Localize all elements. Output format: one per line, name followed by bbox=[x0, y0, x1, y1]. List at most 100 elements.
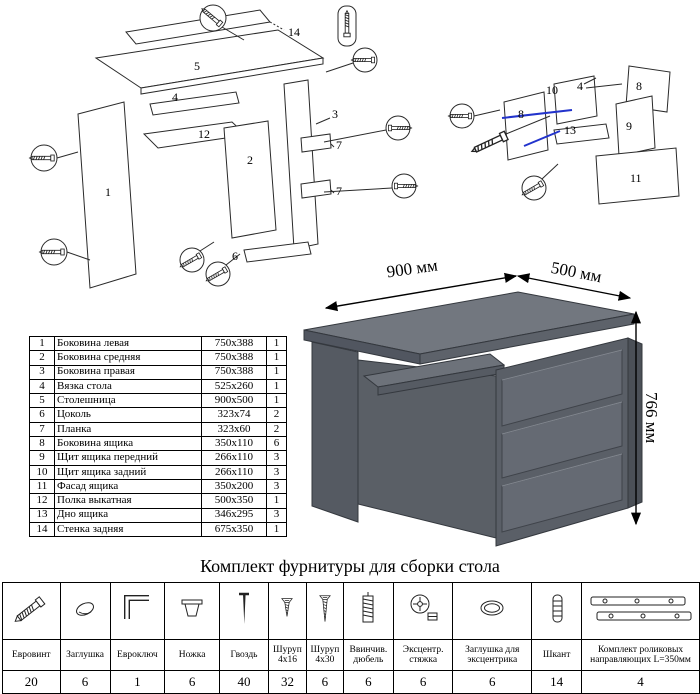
part-number: 8 bbox=[29, 436, 55, 452]
desk-panels bbox=[77, 9, 335, 289]
hardware-icon-cell bbox=[452, 582, 533, 640]
part-name: Щит ящика передний bbox=[54, 450, 202, 466]
part-qty: 2 bbox=[266, 421, 287, 438]
part-label-6: 6 bbox=[232, 249, 238, 263]
part-name: Полка выкатная bbox=[54, 493, 202, 509]
part-name: Дно ящика bbox=[54, 507, 202, 523]
part-size: 266x110 bbox=[201, 464, 267, 480]
part-label-9: 9 bbox=[626, 119, 632, 133]
hardware-qty: 6 bbox=[392, 670, 454, 694]
hardware-name: Эксцентр. стяжка bbox=[392, 639, 454, 671]
part-label-2: 2 bbox=[247, 153, 253, 167]
part-label-4: 4 bbox=[577, 79, 583, 93]
part-qty: 1 bbox=[266, 335, 287, 352]
hardware-name: Евровинт bbox=[2, 639, 61, 671]
part-label-14: 14 bbox=[288, 25, 300, 39]
part-size: 750x388 bbox=[201, 335, 267, 352]
part-number: 3 bbox=[29, 364, 55, 380]
part-name: Боковина левая bbox=[54, 335, 202, 352]
hex-key-icon bbox=[124, 594, 150, 619]
hardware-name: Ножка bbox=[164, 639, 220, 671]
roller-slides-icon bbox=[590, 596, 692, 620]
part-number: 10 bbox=[29, 464, 55, 480]
part-number: 1 bbox=[29, 335, 55, 352]
part-qty: 3 bbox=[266, 478, 287, 495]
part-size: 346x295 bbox=[201, 507, 267, 523]
part-label-11: 11 bbox=[630, 171, 642, 185]
part-number: 5 bbox=[29, 393, 55, 409]
hardware-qty: 6 bbox=[452, 670, 533, 694]
desk-part-labels: 14 5 4 12 2 1 3 7 7 6 bbox=[105, 25, 342, 263]
part-qty: 3 bbox=[266, 507, 287, 523]
exploded-view-drawer: 8 10 4 8 9 13 11 bbox=[447, 65, 680, 205]
hardware-qty: 1 bbox=[109, 670, 166, 694]
hardware-icon-cell bbox=[218, 582, 269, 640]
part-label-10: 10 bbox=[546, 83, 558, 97]
part-qty: 1 bbox=[266, 493, 287, 509]
part-number: 11 bbox=[29, 478, 55, 495]
part-size: 323x60 bbox=[201, 421, 267, 438]
part-size: 900x500 bbox=[201, 393, 267, 409]
hardware-qty: 6 bbox=[59, 670, 111, 694]
part-qty: 3 bbox=[266, 464, 287, 480]
hardware-qty: 32 bbox=[267, 670, 307, 694]
cam-lock-icon bbox=[410, 594, 438, 620]
part-label-8b: 8 bbox=[636, 79, 642, 93]
part-qty: 3 bbox=[266, 450, 287, 466]
hardware-name: Заглушка bbox=[59, 639, 111, 671]
part-qty: 1 bbox=[266, 378, 287, 395]
part-qty: 1 bbox=[266, 350, 287, 366]
part-label-3: 3 bbox=[332, 107, 338, 121]
part-qty: 1 bbox=[266, 393, 287, 409]
part-number: 13 bbox=[29, 507, 55, 523]
part-qty: 1 bbox=[266, 364, 287, 380]
hardware-icon-cell bbox=[109, 582, 166, 640]
confirmat-screw-icon bbox=[14, 595, 46, 622]
hardware-icons-row bbox=[2, 582, 700, 640]
hardware-name: Комплект роликовых направляющих L=350мм bbox=[581, 639, 700, 671]
part-name: Столешница bbox=[54, 393, 202, 409]
part-name: Стенка задняя bbox=[54, 521, 202, 538]
part-number: 14 bbox=[29, 521, 55, 538]
hardware-kit-title: Комплект фурнитуры для сборки стола bbox=[200, 556, 500, 576]
hardware-name: Заглушка для эксцентрика bbox=[452, 639, 533, 671]
hardware-qty: 6 bbox=[305, 670, 344, 694]
hardware-qty: 20 bbox=[2, 670, 61, 694]
wood-dowel-icon bbox=[552, 594, 563, 622]
cap-icon bbox=[76, 601, 95, 616]
hardware-qty-row: 20 6 1 6 40 32 6 6 6 6 14 4 bbox=[2, 670, 700, 694]
part-qty: 1 bbox=[266, 521, 287, 538]
assembled-desk-render: 900 мм 500 мм 766 мм bbox=[303, 255, 661, 547]
hardware-qty: 6 bbox=[164, 670, 220, 694]
part-number: 6 bbox=[29, 407, 55, 423]
hardware-icon-cell bbox=[531, 582, 583, 640]
part-size: 675x350 bbox=[201, 521, 267, 538]
part-label-7a: 7 bbox=[336, 138, 342, 152]
hardware-qty: 14 bbox=[531, 670, 583, 694]
part-label-13: 13 bbox=[564, 123, 576, 137]
hardware-icon-cell bbox=[342, 582, 394, 640]
screw-long-icon bbox=[318, 594, 331, 622]
part-number: 12 bbox=[29, 493, 55, 509]
screw-short-icon bbox=[281, 597, 294, 616]
part-size: 525x260 bbox=[201, 378, 267, 395]
part-name: Боковина правая bbox=[54, 364, 202, 380]
nail-icon bbox=[238, 592, 249, 624]
part-size: 266x110 bbox=[201, 450, 267, 466]
width-dimension-label: 900 мм bbox=[385, 255, 439, 281]
part-size: 350x110 bbox=[201, 436, 267, 452]
exploded-view-desk: 14 5 4 12 2 1 3 7 7 6 bbox=[29, 4, 419, 289]
part-name: Вязка стола bbox=[54, 378, 202, 395]
desk-body bbox=[303, 291, 643, 547]
part-name: Цоколь bbox=[54, 407, 202, 423]
hardware-qty: 6 bbox=[342, 670, 394, 694]
hardware-name: Евроключ bbox=[109, 639, 166, 671]
hardware-icon-cell bbox=[392, 582, 454, 640]
part-label-4: 4 bbox=[172, 90, 178, 104]
